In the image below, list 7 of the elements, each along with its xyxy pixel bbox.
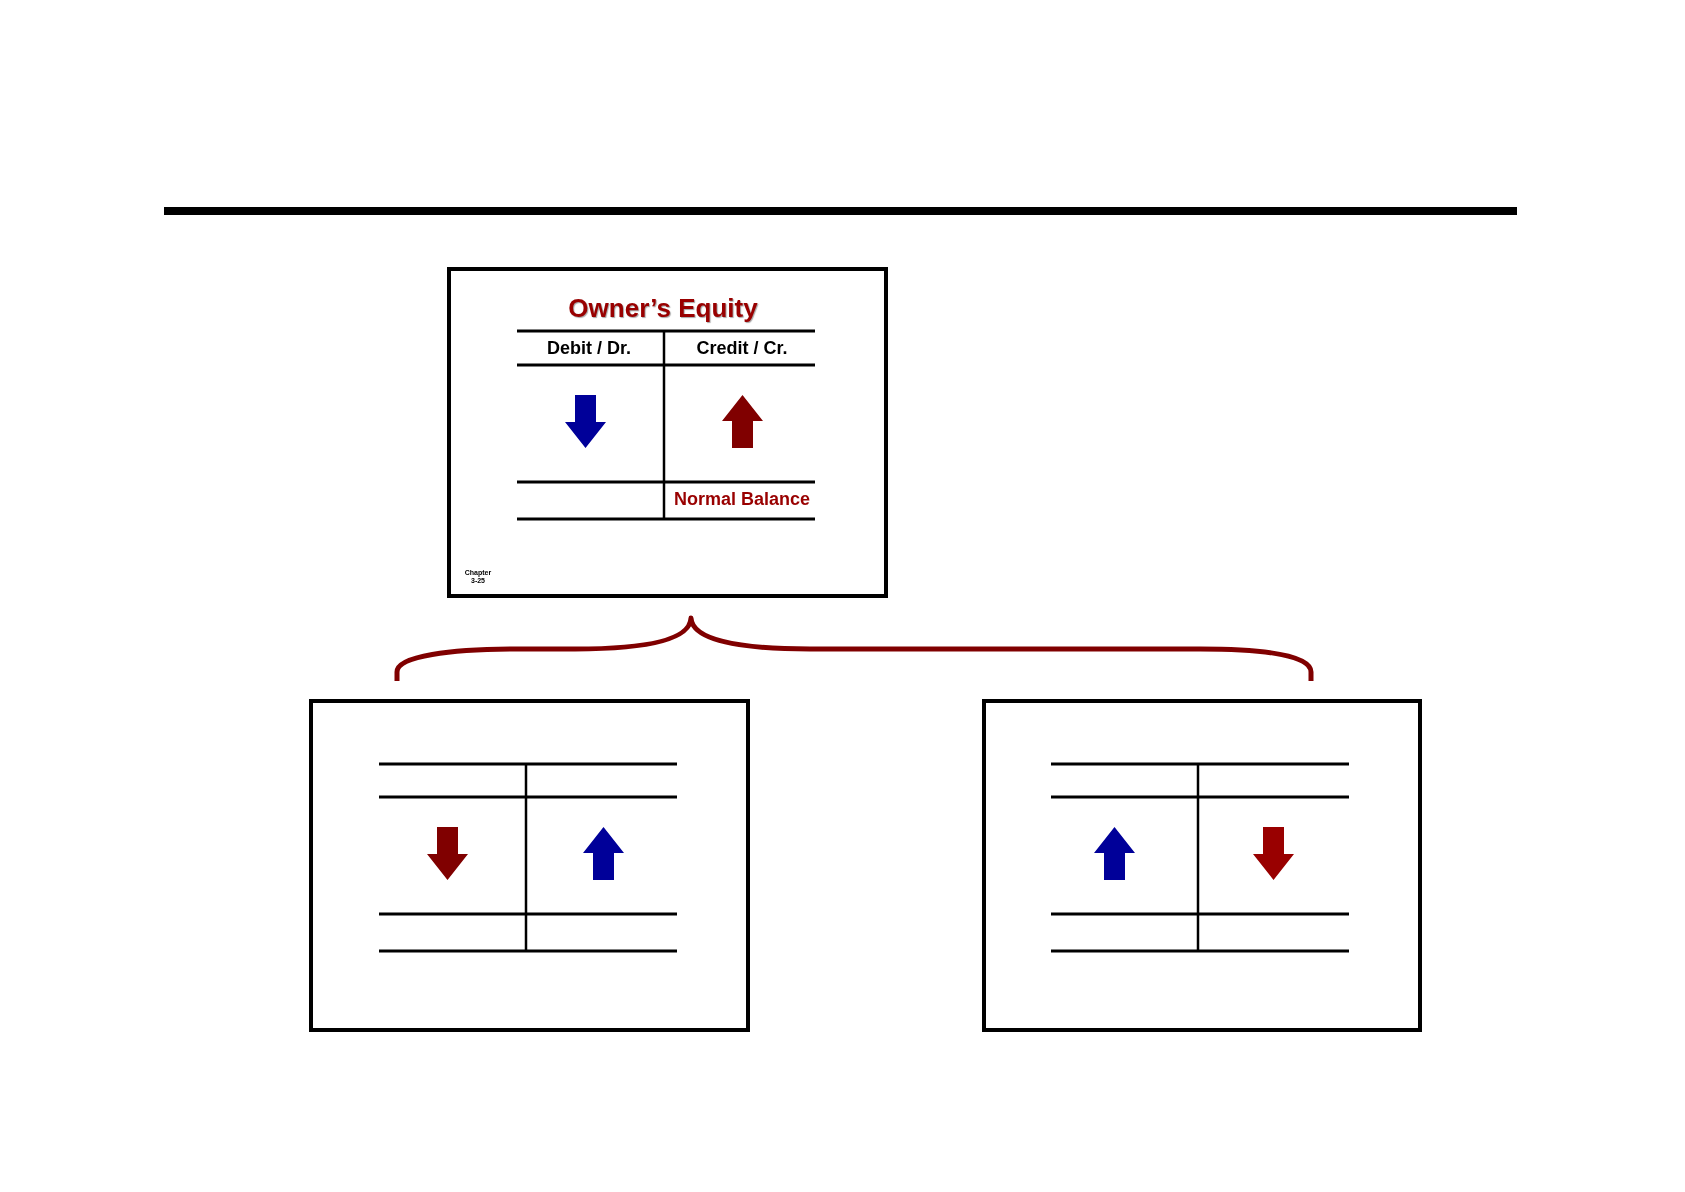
framed-panel [982,699,1422,1032]
column-header: Debit / Dr. [547,339,631,359]
column-header: Credit / Cr. [696,339,788,359]
framed-panel [447,267,888,598]
account-title: Owner’s Equity [568,293,758,323]
framed-panel [309,699,750,1032]
balance-label: Normal Balance [673,490,811,510]
